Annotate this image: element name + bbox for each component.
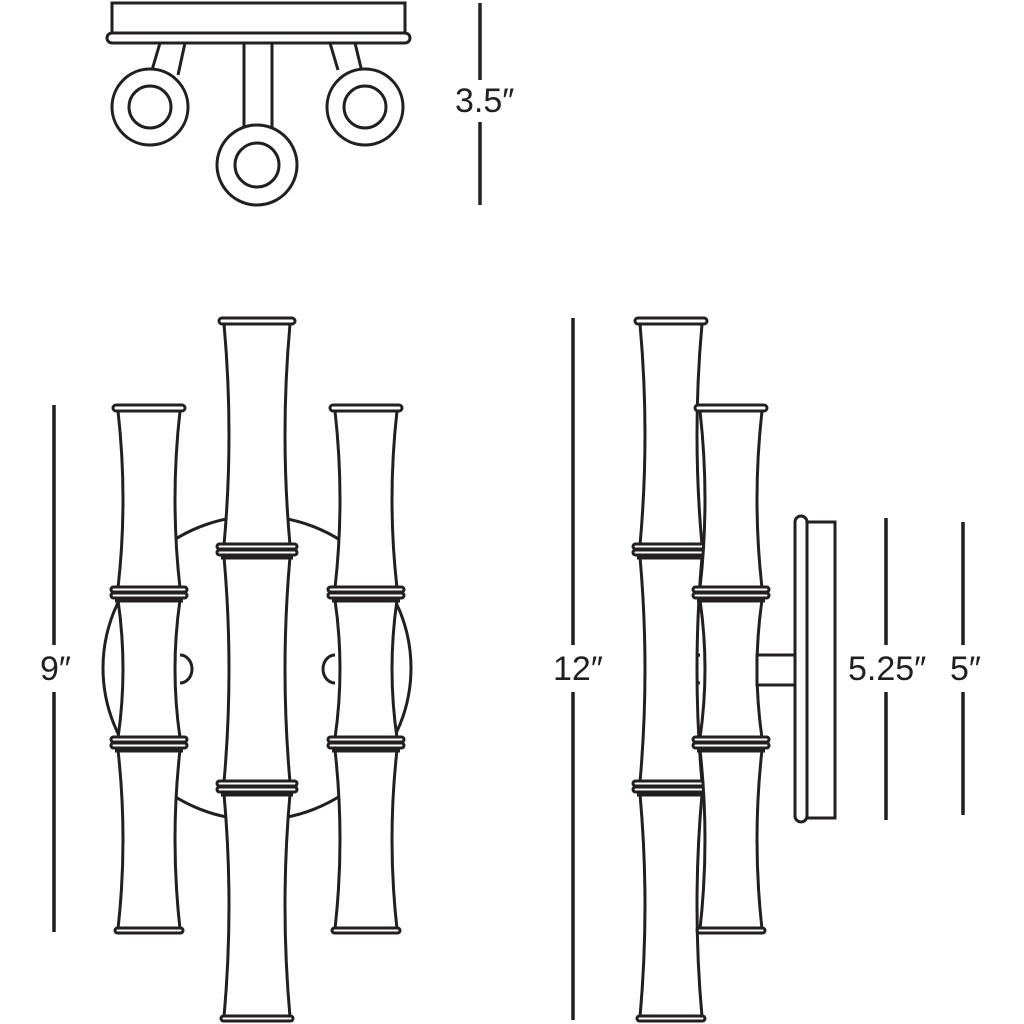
bamboo-top-cap xyxy=(693,403,769,413)
side-arm xyxy=(755,653,799,687)
bamboo-segment xyxy=(222,792,292,1019)
bamboo-node-ring xyxy=(631,779,711,788)
bamboo-top-cap xyxy=(111,403,187,413)
front-height-dimension-label: 9″ xyxy=(40,650,71,688)
bamboo-node-ring xyxy=(691,591,771,600)
bamboo-segment xyxy=(638,792,704,1019)
bamboo-segment xyxy=(333,748,399,931)
right-arm xyxy=(328,42,364,73)
dimension-lines xyxy=(52,3,965,1020)
backplate-height-dimension-label: 5.25″ xyxy=(848,650,927,688)
right-cup-outer xyxy=(325,67,405,147)
bamboo-segment xyxy=(333,409,399,590)
bamboo-bottom-cap xyxy=(113,926,185,935)
bamboo-bottom-cap xyxy=(330,926,402,935)
bamboo-node-ring xyxy=(215,779,299,788)
bamboo-node-ring xyxy=(215,548,299,557)
bamboo-node-ring xyxy=(109,741,189,750)
side-back-bamboo xyxy=(631,316,711,1023)
bamboo-node-ring xyxy=(109,585,189,594)
bamboo-node-ring xyxy=(631,548,711,557)
bamboo-node-ring xyxy=(691,585,771,594)
bamboo-segment xyxy=(698,409,764,590)
bamboo-node-ring xyxy=(691,735,771,744)
bamboo-top-cap xyxy=(633,316,709,326)
top-plate xyxy=(110,1,407,35)
bamboo-segment xyxy=(698,748,764,931)
bamboo-node-ring xyxy=(631,785,711,794)
side-backplate-edge xyxy=(793,514,809,824)
bamboo-segment xyxy=(222,322,292,547)
bamboo-bottom-cap xyxy=(635,1014,707,1023)
center-arm xyxy=(242,41,274,135)
bamboo-node-ring xyxy=(631,542,711,551)
front-right-bamboo xyxy=(326,403,406,935)
backplate-width-dimension-label: 5″ xyxy=(950,650,981,688)
bamboo-node-ring xyxy=(215,542,299,551)
bamboo-node-ring xyxy=(326,585,406,594)
bamboo-segment xyxy=(698,598,764,740)
top-view xyxy=(105,1,412,207)
left-cup-inner xyxy=(127,84,173,130)
bamboo-node-ring xyxy=(109,591,189,600)
side-backplate xyxy=(803,520,837,820)
side-front-bamboo xyxy=(691,403,771,935)
bamboo-node-ring xyxy=(326,591,406,600)
front-view xyxy=(101,316,413,1023)
bamboo-segment xyxy=(638,322,704,547)
bamboo-segment xyxy=(116,409,182,590)
bamboo-top-cap xyxy=(328,403,404,413)
side-view xyxy=(631,316,837,1023)
bamboo-node-ring xyxy=(326,735,406,744)
side-height-dimension-label: 12″ xyxy=(553,650,603,688)
left-socket xyxy=(179,653,194,685)
left-cup-outer xyxy=(110,67,190,147)
left-arm xyxy=(150,42,187,76)
bamboo-node-ring xyxy=(691,741,771,750)
bamboo-bottom-cap xyxy=(219,1014,295,1023)
bamboo-node-ring xyxy=(215,785,299,794)
right-socket xyxy=(321,653,336,685)
center-cup-outer xyxy=(215,123,299,207)
bamboo-segment xyxy=(222,555,292,784)
bamboo-bottom-cap xyxy=(695,926,767,935)
right-cup-inner xyxy=(342,84,388,130)
bamboo-node-ring xyxy=(109,735,189,744)
bamboo-node-ring xyxy=(326,741,406,750)
side-bamboos xyxy=(631,316,771,1023)
bamboo-segment xyxy=(333,598,399,740)
bamboo-segment xyxy=(116,598,182,740)
bamboo-top-cap xyxy=(217,316,297,326)
center-cup-inner xyxy=(233,141,281,189)
front-left-bamboo xyxy=(109,403,189,935)
front-center-bamboo xyxy=(215,316,299,1023)
depth-dimension-label: 3.5″ xyxy=(455,82,515,120)
bamboo-segment xyxy=(116,748,182,931)
